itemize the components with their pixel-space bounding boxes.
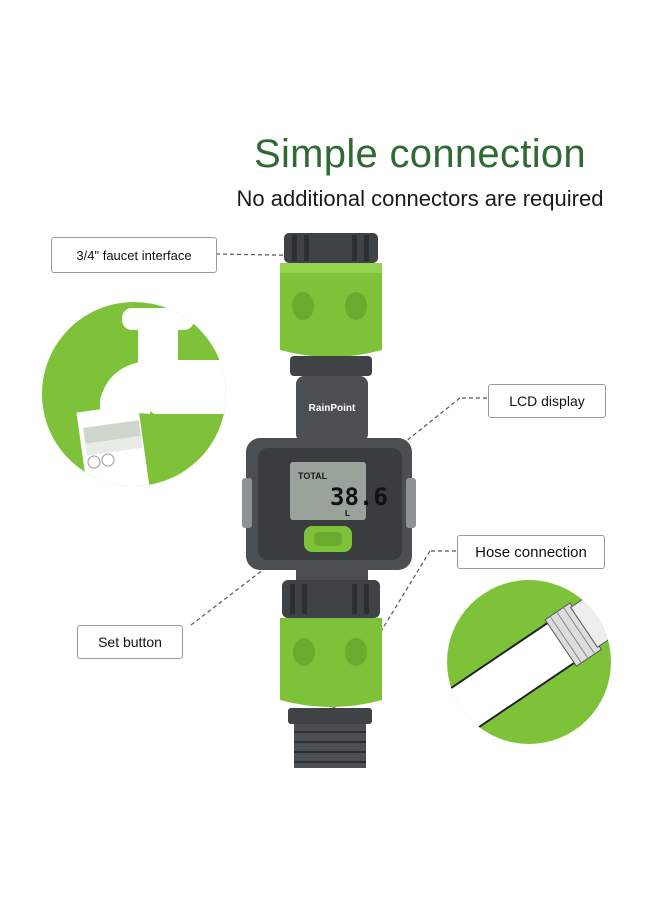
brand-logo: RainPoint	[309, 403, 356, 414]
callout-hose-connection: Hose connection	[457, 535, 605, 569]
lcd-screen	[290, 462, 366, 520]
lcd-total-label: TOTAL	[298, 471, 328, 481]
lcd-unit: L	[345, 509, 350, 518]
callout-lcd-display: LCD display	[488, 384, 606, 418]
callout-faucet-interface: 3/4" faucet interface	[51, 237, 217, 273]
faucet-circle-illustration	[42, 302, 226, 486]
lcd-value: 38.6	[330, 483, 388, 511]
hose-circle-illustration	[424, 580, 630, 746]
page-subtitle: No additional connectors are required	[236, 186, 604, 211]
callout-set-button: Set button	[77, 625, 183, 659]
water-meter-device	[242, 233, 416, 768]
page-title: Simple connection	[254, 132, 586, 176]
